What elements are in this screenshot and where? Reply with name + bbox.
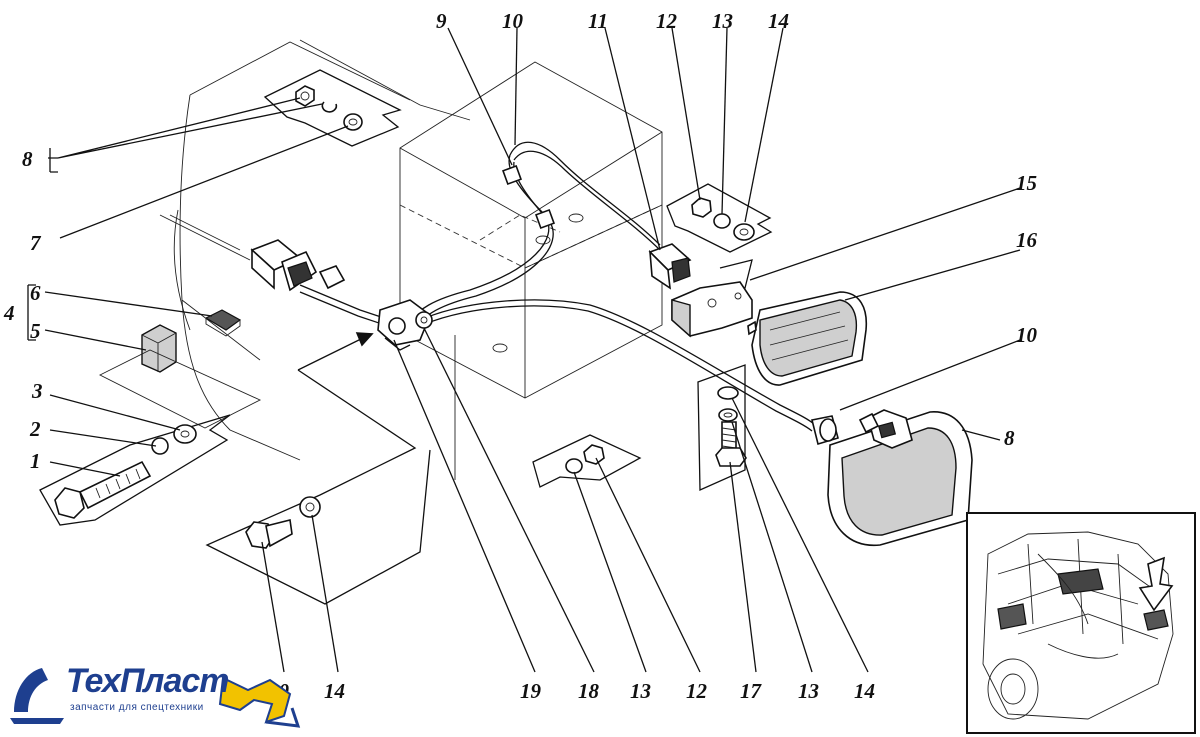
harness-clip: [377, 299, 433, 351]
callout-12-top: 12: [656, 9, 678, 33]
callout-13-bottom-b: 13: [798, 679, 819, 703]
callout-6: 6: [30, 281, 41, 305]
callout-13-bottom-a: 13: [630, 679, 651, 703]
callout-1: 1: [30, 449, 41, 473]
connector-11: [648, 243, 692, 290]
callout-2: 2: [29, 417, 41, 441]
logo-tagline: запчасти для спецтехники: [70, 702, 204, 713]
callout-14-bottom-right: 14: [854, 679, 875, 703]
callout-5: 5: [30, 319, 41, 343]
bolt-20-assembly: [245, 496, 321, 549]
locator-inset-view: [966, 512, 1196, 734]
callout-3: 3: [31, 379, 43, 403]
callout-8-right: 8: [1004, 426, 1015, 450]
plate-lower-middle: [532, 434, 642, 488]
cable-plug-10: [811, 415, 839, 446]
bolt-assembly: [39, 414, 231, 526]
callout-10-top: 10: [502, 9, 524, 33]
pointer-arrow: [205, 332, 431, 605]
callout-17: 17: [740, 679, 763, 703]
wiring-harness: [169, 141, 816, 432]
callout-7: 7: [30, 231, 42, 255]
callout-19: 19: [520, 679, 542, 703]
callout-11: 11: [588, 9, 608, 33]
bracket-15: [671, 259, 753, 338]
callout-12-bottom: 12: [686, 679, 708, 703]
plate-upper-left: [263, 69, 402, 147]
housing-box: [399, 61, 663, 480]
bolt-17-assembly: [697, 364, 747, 491]
brand-logo: ТехПласт запчасти для спецтехники: [8, 660, 308, 734]
work-lamp-16: [747, 291, 868, 386]
connector-left: [250, 239, 346, 292]
machine-body-outline: [159, 39, 471, 461]
callout-10-right: 10: [1016, 323, 1038, 347]
bracket-5: [98, 324, 262, 429]
callout-15: 15: [1016, 171, 1037, 195]
inset-machine-sketch: [982, 531, 1174, 720]
callout-14-top: 14: [768, 9, 789, 33]
leader-lines: [27, 27, 1021, 673]
pad-6: [204, 309, 242, 337]
logo-wordmark: ТехПласт: [66, 662, 229, 700]
callout-16: 16: [1016, 228, 1038, 252]
callout-4: 4: [3, 301, 15, 325]
work-lamp-8: [827, 409, 973, 547]
callout-9: 9: [436, 9, 447, 33]
plate-upper-right: [666, 183, 773, 253]
callout-8-left: 8: [22, 147, 33, 171]
logo-excavator-graphic: [10, 668, 301, 728]
callout-18: 18: [578, 679, 600, 703]
callout-14-bottom-left: 14: [324, 679, 345, 703]
callout-13-top: 13: [712, 9, 733, 33]
